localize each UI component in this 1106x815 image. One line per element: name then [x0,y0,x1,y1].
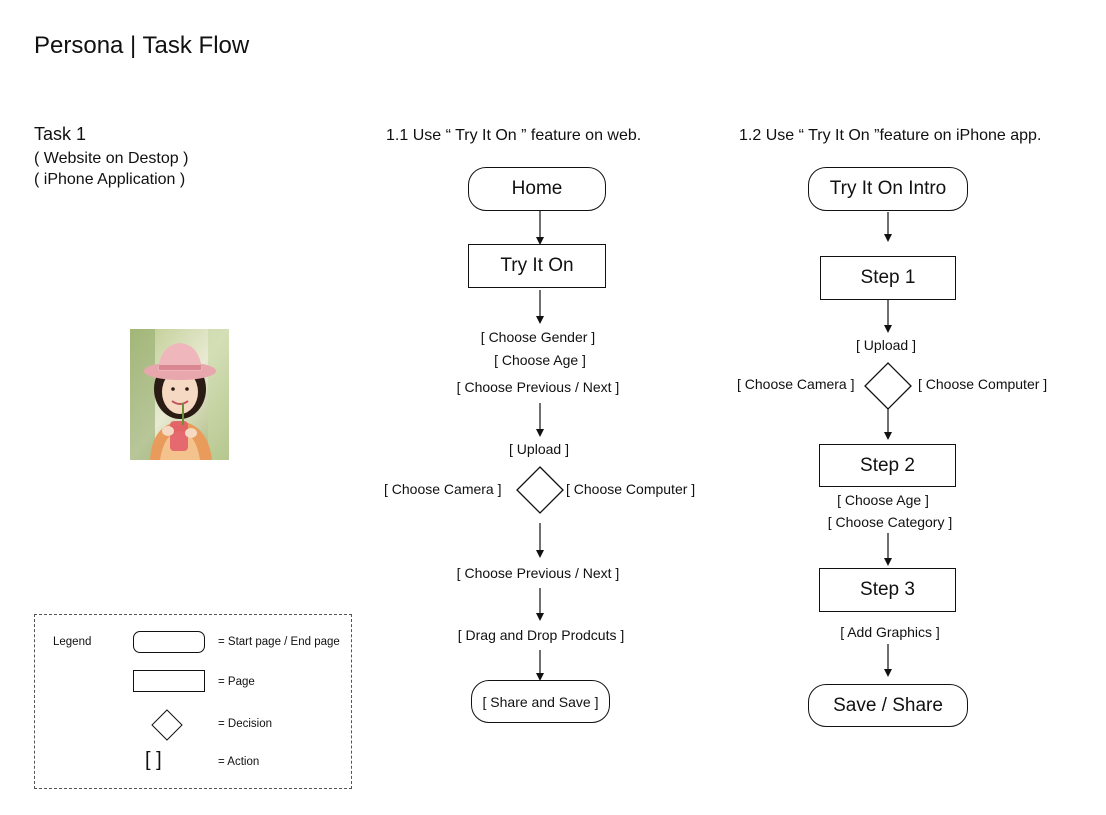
legend-page-label: = Page [218,676,255,688]
flow-web-heading: 1.1 Use “ Try It On ” feature on web. [386,127,642,144]
action-choose-age-iphone: [ Choose Age ] [837,492,929,508]
action-choose-camera-iphone: [ Choose Camera ] [737,376,855,392]
start-node-home: Home [468,167,606,211]
action-drag-drop: [ Drag and Drop Prodcuts ] [457,627,625,643]
page-node-step-2: Step 2 [819,444,956,487]
home-label: Home [511,178,563,199]
action-choose-prev-next-1: [ Choose Previous / Next ] [456,379,620,395]
action-choose-category: [ Choose Category ] [827,514,953,530]
try-it-on-label: Try It On [500,255,574,276]
save-share-label: Save / Share [833,694,943,716]
legend-title: Legend [53,636,92,648]
task-name: Task 1 [34,124,87,144]
action-upload: [ Upload ] [509,441,569,457]
end-node-save-share: Save / Share [808,684,968,727]
page-node-step-1: Step 1 [820,256,956,300]
action-choose-gender: [ Choose Gender ] [480,329,596,345]
legend-decision-label: = Decision [218,718,273,730]
page-node-step-3: Step 3 [819,568,956,612]
end-node-share-save: [ Share and Save ] [471,680,610,723]
legend-decision-shape [151,709,183,741]
page-node-try-it-on: Try It On [468,244,606,288]
legend-start-end-label: = Start page / End page [218,636,340,648]
action-choose-prev-next-2: [ Choose Previous / Next ] [456,565,620,581]
persona-photo [130,329,229,460]
step-3-label: Step 3 [860,579,915,600]
legend-page-shape [133,670,205,692]
legend-action-label: = Action [218,756,260,768]
legend-start-end-shape [133,631,205,653]
action-add-graphics: [ Add Graphics ] [840,624,940,640]
task-platform-iphone: ( iPhone Application ) [34,171,186,188]
legend-action-shape: [ ] [145,749,162,771]
decision-diamond-iphone [864,362,912,410]
action-choose-camera: [ Choose Camera ] [384,481,502,497]
action-choose-age: [ Choose Age ] [494,352,586,368]
step-1-label: Step 1 [860,267,916,288]
action-choose-computer-iphone: [ Choose Computer ] [918,376,1048,392]
action-choose-computer: [ Choose Computer ] [566,481,696,497]
action-upload-iphone: [ Upload ] [856,337,916,353]
flow-iphone-heading: 1.2 Use “ Try It On ”feature on iPhone a… [739,127,1042,144]
page-title: Persona | Task Flow [34,32,250,59]
decision-diamond-web [516,466,564,514]
share-save-label: [ Share and Save ] [482,693,599,710]
intro-label: Try It On Intro [829,178,947,199]
task-platform-web: ( Website on Destop ) [34,150,189,167]
step-2-label: Step 2 [860,454,915,476]
legend: Legend = Start page / End page = Page = … [34,614,352,789]
start-node-try-it-on-intro: Try It On Intro [808,167,968,211]
